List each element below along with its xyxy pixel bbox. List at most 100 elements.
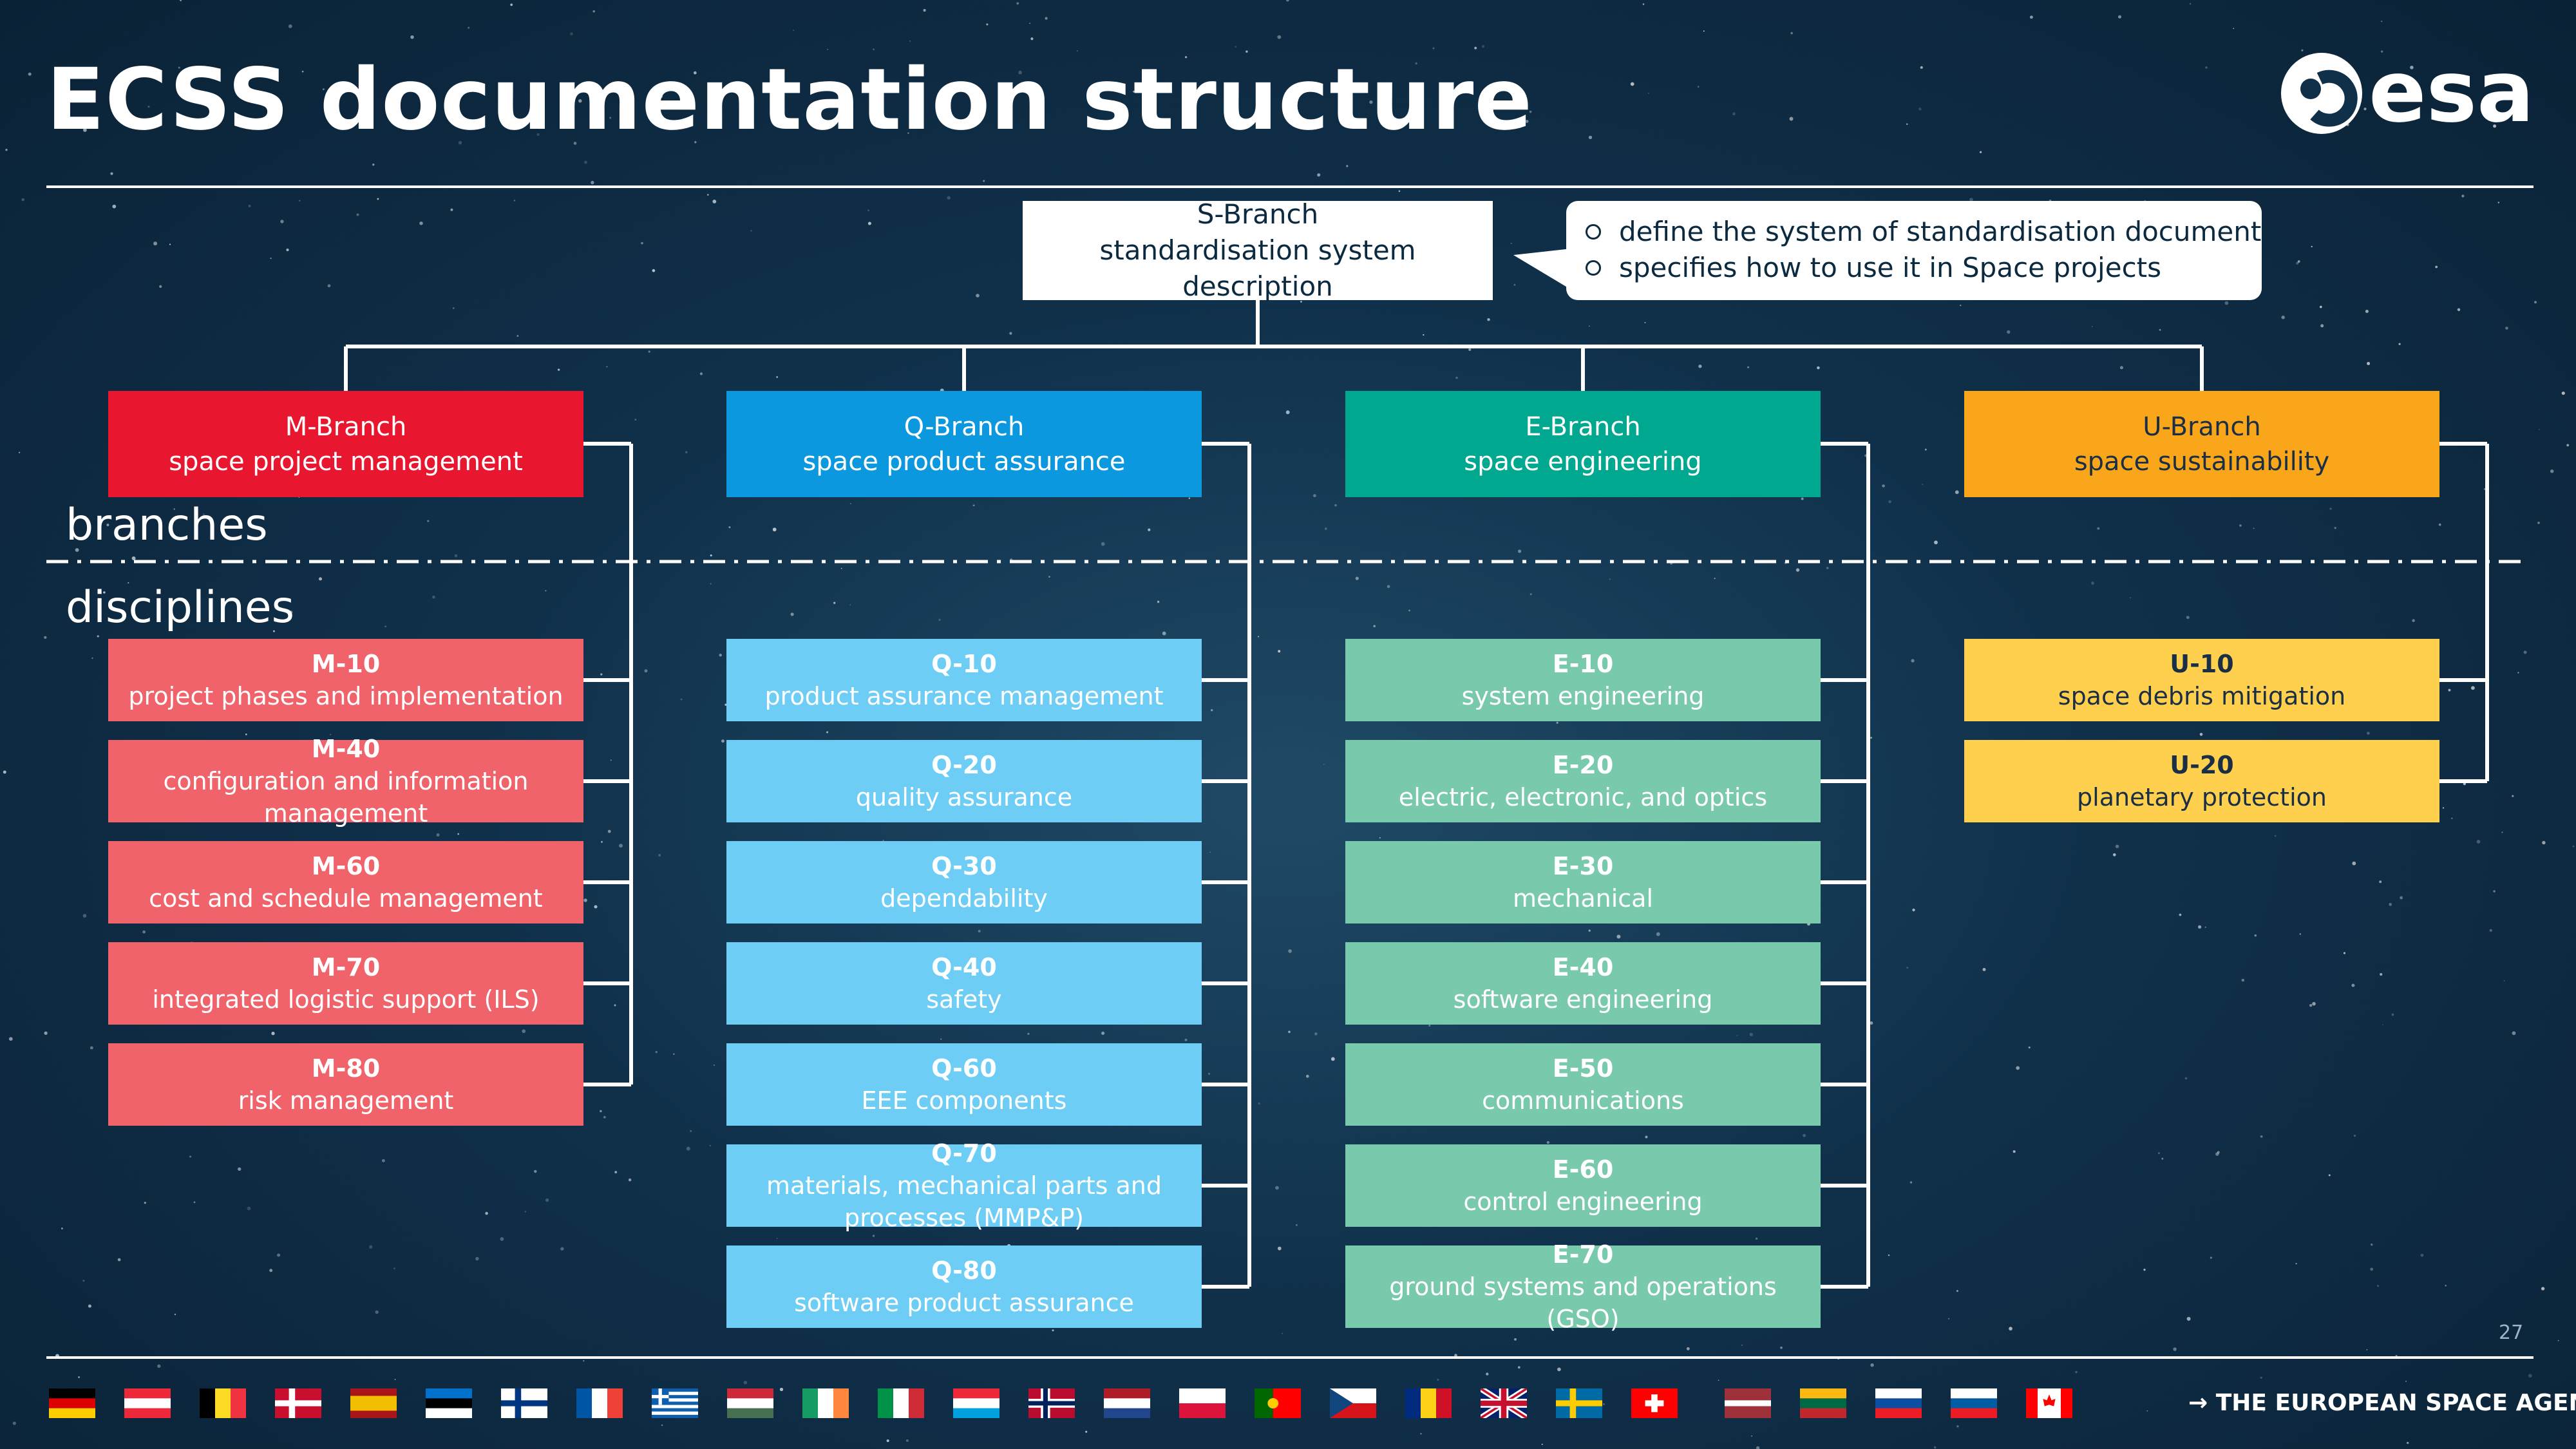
callout-item-1: define the system of standardisation doc… [1586, 214, 2275, 250]
discipline-code: Q-80 [931, 1256, 997, 1285]
discipline-name: integrated logistic support (ILS) [152, 985, 540, 1014]
u-branch-name: U-Branch [2143, 412, 2261, 442]
discipline-name: project phases and implementation [128, 682, 564, 710]
flag-romania-icon [1405, 1388, 1452, 1418]
page-title: ECSS documentation structure [46, 50, 1533, 149]
discipline-name: cost and schedule management [149, 884, 543, 913]
e-branch-desc: space engineering [1464, 446, 1702, 477]
discipline-box-q-80: Q-80 software product assurance [726, 1245, 1202, 1328]
flag-poland-icon [1179, 1388, 1226, 1418]
flag-latvia-icon [1725, 1388, 1771, 1418]
page-number: 27 [2499, 1321, 2524, 1344]
flag-greece-icon [652, 1388, 698, 1418]
discipline-code: E-70 [1552, 1240, 1614, 1269]
flag-germany-icon [49, 1388, 95, 1418]
flag-portugal-icon [1255, 1388, 1301, 1418]
discipline-name: space debris mitigation [2058, 682, 2346, 710]
flag-united-kingdom-icon [1481, 1388, 1527, 1418]
discipline-name: safety [926, 985, 1002, 1014]
discipline-code: U-10 [2170, 650, 2234, 678]
callout-item-2: specifies how to use it in Space project… [1586, 250, 2262, 286]
discipline-box-q-20: Q-20 quality assurance [726, 740, 1202, 822]
discipline-name: quality assurance [855, 783, 1073, 811]
logo-text: esa [2369, 45, 2531, 142]
discipline-code: Q-30 [931, 852, 997, 880]
discipline-box-q-10: Q-10 product assurance management [726, 639, 1202, 721]
q-branch-name: Q-Branch [904, 412, 1025, 442]
flag-czechia-icon [1330, 1388, 1376, 1418]
discipline-name: software engineering [1453, 985, 1713, 1014]
flag-denmark-icon [275, 1388, 321, 1418]
s-branch-name: S-Branch [1197, 198, 1319, 230]
u-branch-desc: space sustainability [2074, 446, 2330, 477]
discipline-code: E-60 [1552, 1155, 1614, 1184]
flag-canada-icon [2026, 1388, 2072, 1418]
flag-slovenia-icon [1951, 1388, 1997, 1418]
discipline-code: E-20 [1552, 751, 1614, 779]
bullet-icon [1586, 260, 1601, 276]
u-branch-box: U-Branch space sustainability [1964, 391, 2439, 497]
discipline-name: system engineering [1461, 682, 1705, 710]
discipline-code: E-50 [1552, 1054, 1614, 1083]
bullet-icon [1586, 224, 1601, 240]
flag-austria-icon [124, 1388, 171, 1418]
discipline-code: Q-40 [931, 953, 997, 981]
branches-label: branches [66, 500, 268, 551]
discipline-name: communications [1482, 1086, 1684, 1115]
discipline-name: planetary protection [2077, 783, 2327, 811]
discipline-box-e-40: E-40 software engineering [1345, 942, 1821, 1025]
discipline-code: E-40 [1552, 953, 1614, 981]
discipline-name: configuration and information management [163, 767, 529, 828]
flag-hungary-icon [727, 1388, 773, 1418]
discipline-code: E-10 [1552, 650, 1614, 678]
discipline-code: U-20 [2170, 751, 2234, 779]
discipline-name: EEE components [861, 1086, 1067, 1115]
flag-estonia-icon [426, 1388, 472, 1418]
flag-luxembourg-icon [953, 1388, 999, 1418]
discipline-name: control engineering [1463, 1188, 1703, 1216]
flag-slovakia-icon [1875, 1388, 1922, 1418]
s-branch-box: S-Branch standardisation system descript… [1023, 198, 1493, 302]
discipline-box-m-40: M-40 configuration and information manage… [108, 735, 583, 828]
flag-france-icon [576, 1388, 623, 1418]
m-branch-desc: space project management [169, 446, 523, 477]
flag-finland-icon [501, 1388, 547, 1418]
discipline-code: Q-20 [931, 751, 997, 779]
flag-italy-icon [878, 1388, 924, 1418]
flag-spain-icon [350, 1388, 397, 1418]
flag-lithuania-icon [1800, 1388, 1846, 1418]
discipline-code: M-80 [311, 1054, 381, 1083]
discipline-code: Q-10 [931, 650, 997, 678]
flag-ireland-icon [802, 1388, 849, 1418]
discipline-name: software product assurance [794, 1289, 1134, 1317]
discipline-name: ground systems and operations (GSO) [1389, 1273, 1777, 1333]
agency-name: → THE EUROPEAN SPACE AGENCY [2188, 1390, 2576, 1416]
discipline-box-e-60: E-60 control engineering [1345, 1144, 1821, 1227]
flag-switzerland-icon [1631, 1388, 1678, 1418]
discipline-name: materials, mechanical parts and processe… [766, 1171, 1162, 1232]
discipline-code: E-30 [1552, 852, 1614, 880]
s-branch-callout: define the system of standardisation doc… [1566, 201, 2275, 300]
discipline-box-u-20: U-20 planetary protection [1964, 740, 2439, 822]
flag-netherlands-icon [1104, 1388, 1150, 1418]
flag-sweden-icon [1556, 1388, 1602, 1418]
discipline-code: M-40 [311, 735, 381, 763]
q-branch-desc: space product assurance [802, 446, 1126, 477]
s-branch-desc: standardisation system description [1099, 234, 1416, 302]
discipline-code: M-60 [311, 852, 381, 880]
discipline-box-e-10: E-10 system engineering [1345, 639, 1821, 721]
discipline-box-u-10: U-10 space debris mitigation [1964, 639, 2439, 721]
disciplines-label: disciplines [66, 582, 295, 633]
esa-logo: esa [2281, 45, 2531, 142]
discipline-name: product assurance management [764, 682, 1164, 710]
